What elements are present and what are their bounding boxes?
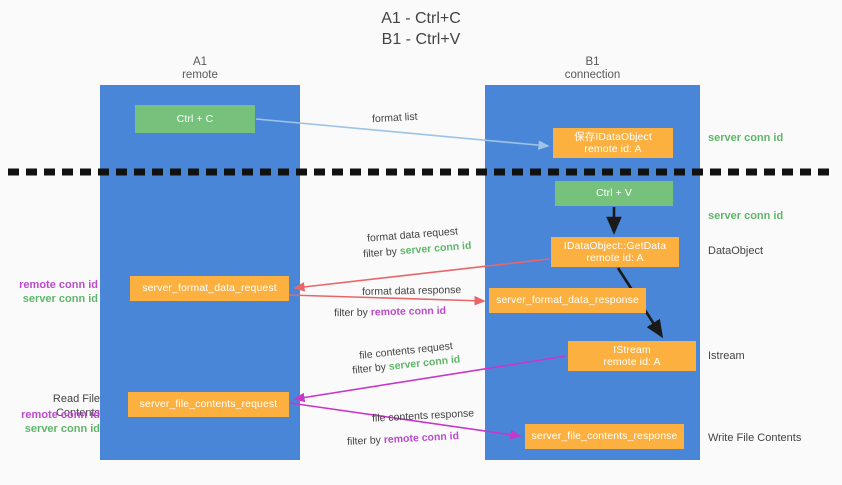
box-idataobject-getdata[interactable]: IDataObject::GetData remote id: A [551, 237, 679, 267]
flow-label-format-list: format list [371, 110, 418, 126]
box-istream[interactable]: IStream remote id: A [568, 341, 696, 371]
filter-key-server-conn-id: server conn id [399, 239, 472, 258]
filter-prefix: filter by [362, 245, 401, 261]
box-ctrl-c[interactable]: Ctrl + C [135, 105, 255, 133]
flow-label-format-data-response-filter: filter by remote conn id [334, 304, 446, 320]
label-server-conn-id-mid: server conn id [708, 210, 784, 222]
page-title: A1 - Ctrl+C B1 - Ctrl+V [381, 10, 461, 48]
label-server-conn-id-1: server conn id [22, 293, 98, 305]
filter-prefix: filter by [351, 360, 390, 377]
filter-key-remote-conn-id: remote conn id [370, 304, 447, 319]
label-dataobject: DataObject [708, 245, 764, 257]
box-server-file-contents-request[interactable]: server_file_contents_request [128, 392, 289, 417]
label-server-conn-id-2: server conn id [24, 423, 100, 435]
label-remote-conn-id-2: remote conn id [21, 409, 100, 421]
box-server-format-data-request[interactable]: server_format_data_request [130, 276, 289, 301]
label-istream: Istream [708, 350, 745, 362]
label-write-file-contents: Write File Contents [708, 432, 802, 444]
box-idataobject[interactable]: 保存IDataObject remote id: A [553, 128, 673, 158]
label-conn-ids-format: remote conn id server conn id [10, 278, 98, 306]
filter-prefix: filter by [346, 434, 385, 448]
column-header-a1: A1 remote [182, 56, 218, 81]
box-server-file-contents-response[interactable]: server_file_contents_response [525, 424, 684, 449]
flow-label-format-data-response: format data response [361, 283, 462, 299]
filter-prefix: filter by [333, 306, 371, 320]
box-server-format-data-response[interactable]: server_format_data_response [489, 288, 646, 313]
flow-label-file-contents-response-filter: filter by remote conn id [347, 429, 460, 449]
label-remote-conn-id-1: remote conn id [19, 279, 98, 291]
filter-key-remote-conn-id: remote conn id [383, 430, 460, 446]
column-header-b1: B1 connection [564, 56, 621, 81]
flow-label-file-contents-response: file contents response [371, 407, 475, 425]
label-server-conn-id-top: server conn id [708, 132, 784, 144]
label-read-file-contents: Read File Contents [52, 393, 100, 419]
box-ctrl-v[interactable]: Ctrl + V [555, 181, 673, 206]
label-conn-ids-file: remote conn id server conn id [8, 408, 100, 436]
